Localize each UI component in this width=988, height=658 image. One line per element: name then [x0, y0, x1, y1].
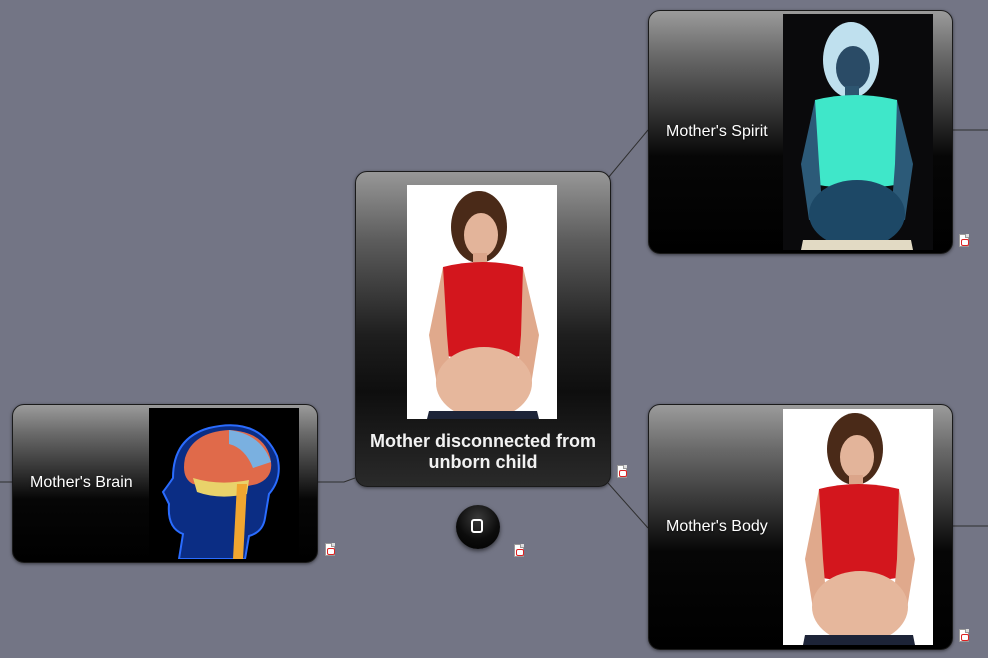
attachment-icon[interactable]: [617, 465, 627, 478]
pregnant-woman-image: [407, 185, 557, 419]
topic-label-spirit: Mother's Spirit: [666, 123, 768, 140]
connector-central-body: [607, 482, 649, 529]
inverted-pregnant-woman-image: [783, 14, 933, 250]
pregnant-woman-image: [783, 409, 933, 645]
attachment-icon[interactable]: [959, 629, 969, 642]
topic-node-body[interactable]: Mother's Body: [648, 404, 953, 650]
attachment-icon[interactable]: [514, 544, 524, 557]
connector-central-spirit: [607, 129, 649, 179]
connector-central-brain: [316, 477, 356, 483]
attachment-icon[interactable]: [959, 234, 969, 247]
topic-node-spirit[interactable]: Mother's Spirit: [648, 10, 953, 254]
topic-label-brain: Mother's Brain: [30, 474, 133, 491]
topic-label-body: Mother's Body: [666, 518, 768, 535]
central-topic-node[interactable]: Mother disconnected from unborn child: [355, 171, 611, 487]
brain-anatomy-image: [149, 408, 299, 559]
topic-node-brain[interactable]: Mother's Brain: [12, 404, 318, 563]
collapse-icon[interactable]: [456, 505, 500, 549]
attachment-icon[interactable]: [325, 543, 335, 556]
central-topic-title: Mother disconnected from unborn child: [369, 431, 597, 472]
